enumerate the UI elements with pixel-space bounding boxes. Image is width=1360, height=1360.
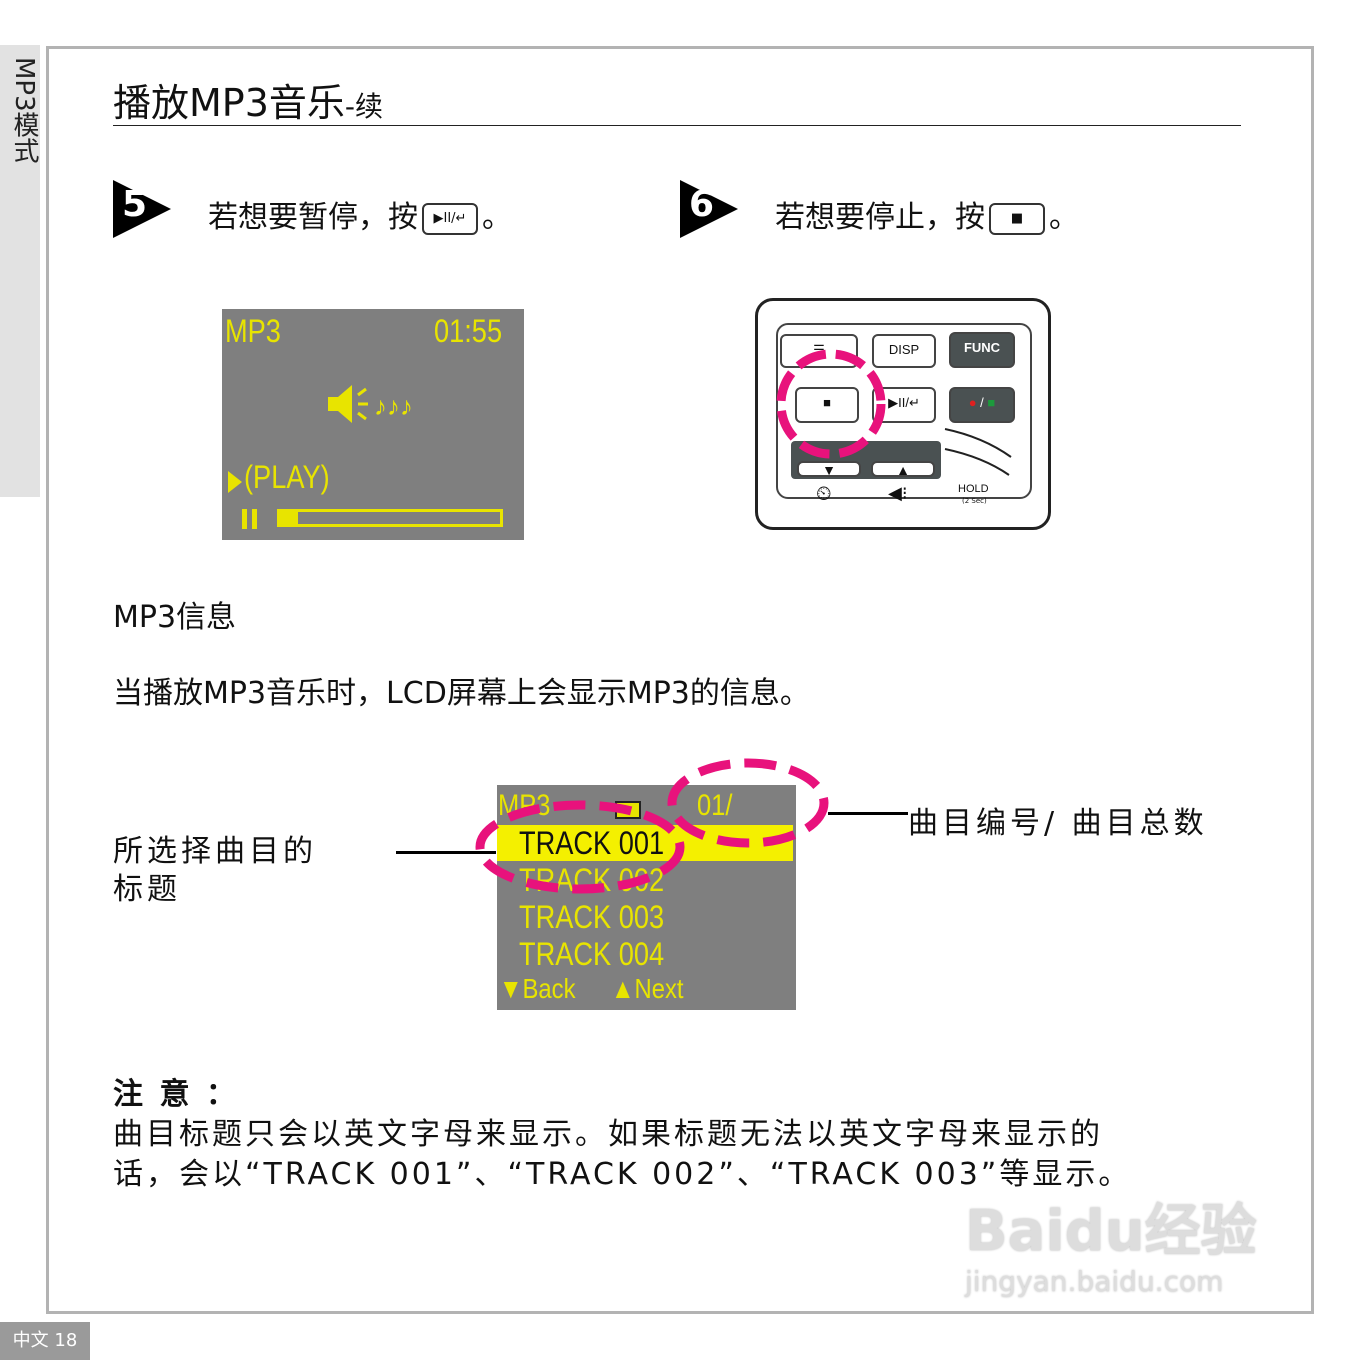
title-divider xyxy=(113,125,1241,126)
step-5-end: 。 xyxy=(482,200,512,235)
step-6-marker-icon xyxy=(680,180,738,238)
step-6-end: 。 xyxy=(1049,200,1079,235)
label-track-number: 曲目编号/ 曲目总数 xyxy=(908,806,1208,841)
highlight-ovals-icon xyxy=(475,758,829,894)
step-5-number: 5 xyxy=(122,184,148,225)
func-button: FUNC xyxy=(949,332,1015,368)
label-selected-title-1: 所选择曲目的 xyxy=(113,834,317,869)
menu-button: ☰ xyxy=(780,334,858,368)
timer-icon: ⏲ xyxy=(816,481,832,505)
section-title: MP3信息 xyxy=(113,600,237,635)
play-triangle-icon xyxy=(228,471,242,493)
page-title: 播放MP3音乐-续 xyxy=(113,72,383,127)
back-label: ▼Back xyxy=(499,973,576,1004)
pause-icon xyxy=(242,509,257,529)
note: 注 意 ： 曲目标题只会以英文字母来显示。如果标题无法以英文字母来显示的 话，会… xyxy=(113,1075,1131,1195)
play-pause-key: ▶II/↵ xyxy=(422,202,478,235)
page-number: 中文 18 xyxy=(0,1322,90,1360)
track-row: TRACK 001 xyxy=(519,825,665,861)
watermark-logo: Baidu经验 xyxy=(965,1199,1257,1264)
finger-icon xyxy=(944,428,1012,476)
lcd-mode: MP3 xyxy=(225,313,281,349)
step-6-label: 若想要停止，按 xyxy=(775,200,985,235)
svg-text:♪♪♪: ♪♪♪ xyxy=(374,391,413,421)
lcd-play-screen: MP3 01:55 ♪♪♪ (PLAY) xyxy=(222,309,524,540)
step-6-text: 若想要停止，按■。 xyxy=(775,192,1079,236)
step-5-text: 若想要暂停，按▶II/↵。 xyxy=(208,192,512,236)
step-5-label: 若想要暂停，按 xyxy=(208,200,418,235)
note-line-1: 曲目标题只会以英文字母来显示。如果标题无法以英文字母来显示的 xyxy=(113,1117,1103,1152)
description: 当播放MP3音乐时，LCD屏幕上会显示MP3的信息。 xyxy=(113,676,810,711)
page-frame xyxy=(46,46,1314,1314)
next-text: Next xyxy=(634,973,684,1004)
record-button: ● / ■ xyxy=(949,387,1015,423)
title-text: 播放MP3音乐 xyxy=(113,81,345,125)
disp-button: DISP xyxy=(872,334,936,368)
eq-icon: ◀⁝ xyxy=(888,483,908,504)
play-pause-button: ▶II/↵ xyxy=(872,387,936,423)
progress-fill xyxy=(280,512,298,524)
speaker-music-icon: ♪♪♪ xyxy=(328,385,413,423)
leader-line-left xyxy=(396,851,496,854)
nav-buttons: ▼ ▲ xyxy=(791,441,941,479)
title-suffix: -续 xyxy=(344,90,383,123)
step-5-marker-icon xyxy=(113,180,171,238)
leader-line-right xyxy=(828,812,908,815)
track-row: TRACK 003 xyxy=(519,899,665,935)
up-button: ▲ xyxy=(871,461,935,477)
stop-button: ■ xyxy=(795,387,859,423)
lcd-status: (PLAY) xyxy=(244,459,330,495)
label-selected-title-2: 标题 xyxy=(113,872,181,907)
step-6-number: 6 xyxy=(689,184,715,225)
hold-label: HOLD xyxy=(958,483,989,495)
watermark-url: jingyan.baidu.com xyxy=(965,1265,1224,1298)
down-button: ▼ xyxy=(797,461,861,477)
side-tab: MP3模式 xyxy=(0,45,40,497)
progress-bar xyxy=(277,509,503,527)
remote-illustration: ☰ DISP FUNC ■ ▶II/↵ ● / ■ ▼ ▲ ⏲ ◀⁝ HOLD … xyxy=(755,298,1051,530)
hold-sub-label: (2 Sec) xyxy=(962,497,987,505)
back-text: Back xyxy=(522,973,576,1004)
next-label: ▲Next xyxy=(611,973,684,1004)
note-heading: 注 意 ： xyxy=(113,1077,239,1112)
side-tab-label: MP3模式 xyxy=(9,57,39,164)
lcd-time: 01:55 xyxy=(434,313,503,349)
track-row: TRACK 004 xyxy=(519,936,665,972)
stop-key: ■ xyxy=(989,202,1045,235)
note-line-2: 话，会以“TRACK 001”、“TRACK 002”、“TRACK 003”等… xyxy=(113,1157,1132,1192)
